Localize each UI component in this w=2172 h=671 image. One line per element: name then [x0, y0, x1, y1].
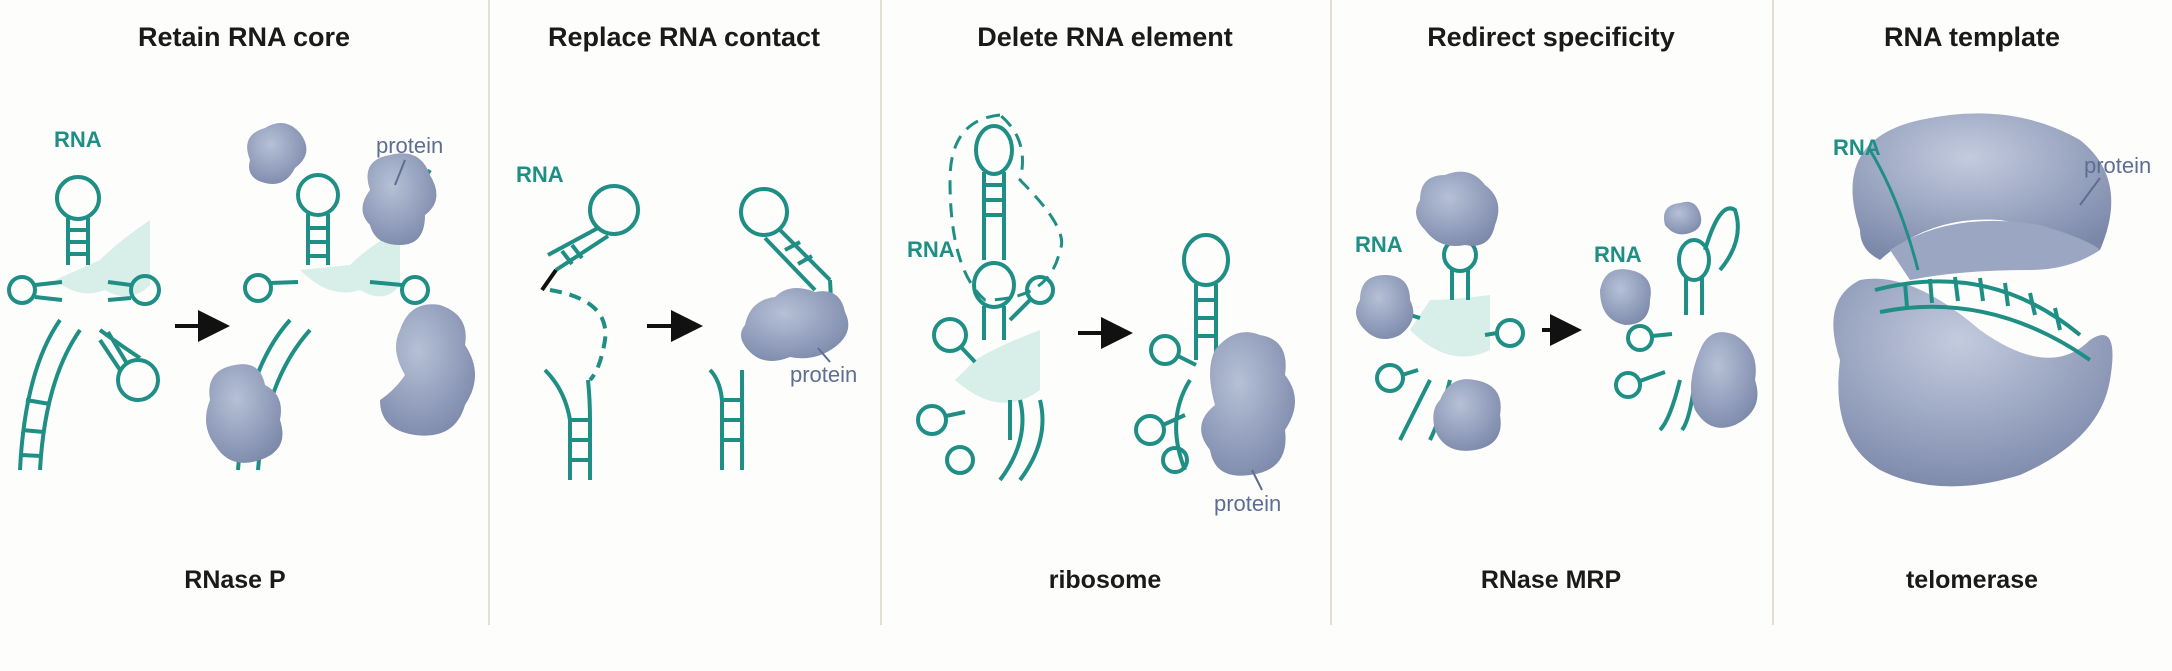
panel-title: Retain RNA core	[137, 22, 351, 52]
rna-structure-icon	[7, 175, 161, 471]
protein-blob-icon	[1201, 332, 1295, 476]
panel-1-art	[7, 123, 475, 471]
panel-divider	[488, 0, 490, 625]
rna-protein-complex-icon	[206, 123, 475, 471]
rna-label: RNA	[1833, 135, 1881, 160]
protein-label: protein	[790, 362, 858, 387]
panel-3-art	[916, 113, 1295, 491]
panel-5-art	[1833, 113, 2113, 487]
rna-label: RNA	[1594, 242, 1642, 267]
panel-caption: RNase MRP	[1480, 566, 1622, 594]
panel-caption: ribosome	[1048, 566, 1162, 594]
panel-title: Redirect specificity	[1427, 22, 1675, 52]
panel-4-art	[1356, 171, 1758, 451]
rna-template-icon	[1868, 149, 2092, 362]
rna-label: RNA	[907, 237, 955, 262]
panel-2-art	[540, 184, 834, 480]
protein-label: protein	[376, 133, 444, 158]
protein-label: protein	[2084, 153, 2152, 178]
panel-title: Delete RNA element	[977, 22, 1233, 52]
panel-title: Replace RNA contact	[547, 22, 821, 52]
panel-title: RNA template	[1883, 22, 2061, 52]
rna-label: RNA	[516, 162, 564, 187]
panel-divider	[880, 0, 882, 625]
panel-caption: telomerase	[1905, 566, 2039, 594]
rna-label: RNA	[54, 127, 102, 152]
rna-label: RNA	[1355, 232, 1403, 257]
protein-blob-icon	[741, 288, 849, 361]
panel-divider	[1772, 0, 1774, 625]
panel-divider	[1330, 0, 1332, 625]
protein-label: protein	[1214, 491, 1282, 516]
panel-caption: RNase P	[184, 566, 286, 594]
